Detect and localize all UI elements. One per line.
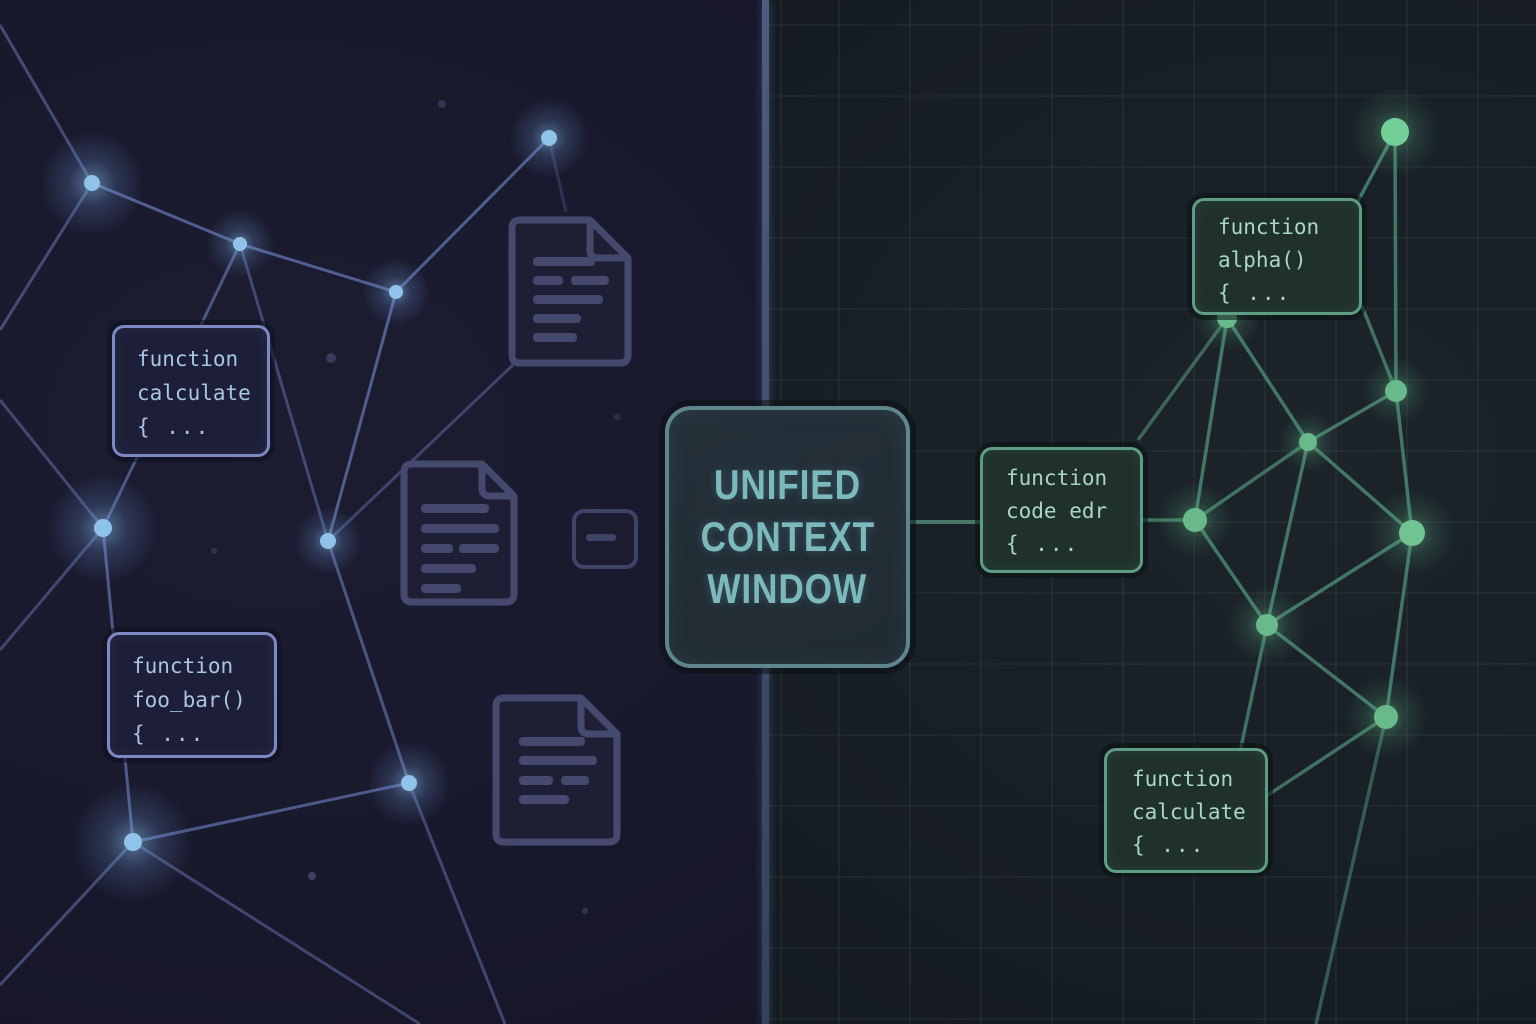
background-dots (165, 100, 620, 914)
document-text-lines (533, 257, 609, 342)
left-network (0, 24, 620, 1024)
left-network-nodes (84, 130, 557, 851)
code-box-left-foo-bar: function foo_bar() { ... (107, 632, 277, 758)
right-network-node-halos (1157, 86, 1456, 759)
code-function-name: calculate (137, 381, 251, 405)
unified-context-window-box: UNIFIED CONTEXT WINDOW (665, 406, 910, 668)
code-body: { ... (132, 722, 206, 746)
code-body: { ... (1218, 281, 1292, 305)
code-box-right-calculate: function calculate { ... (1104, 748, 1268, 873)
code-body: { ... (1006, 532, 1080, 556)
document-icon-bottom (492, 694, 621, 846)
code-keyword: function (1006, 466, 1108, 490)
code-keyword: function (1218, 215, 1320, 239)
center-title-line: CONTEXT (700, 513, 875, 560)
code-body: { ... (1132, 833, 1206, 857)
code-function-name: code edr (1006, 499, 1108, 523)
code-function-name: calculate (1132, 800, 1246, 824)
code-box-right-alpha: function alpha() { ... (1192, 198, 1362, 315)
code-keyword: function (137, 347, 239, 371)
code-body: { ... (137, 415, 211, 439)
code-box-left-calculate: function calculate { ... (112, 325, 270, 457)
right-network-nodes (1183, 118, 1425, 729)
document-text-lines (519, 737, 597, 804)
code-keyword: function (132, 654, 234, 678)
minimized-document-icon (572, 509, 638, 569)
code-box-right-code-edr: function code edr { ... (980, 447, 1143, 573)
code-function-name: foo_bar() (132, 688, 246, 712)
document-icon-top (508, 216, 632, 367)
document-icon-middle (400, 460, 518, 606)
code-function-name: alpha() (1218, 248, 1307, 272)
center-title-line: WINDOW (707, 565, 868, 612)
center-title-line: UNIFIED (714, 461, 861, 508)
code-keyword: function (1132, 767, 1234, 791)
document-text-lines (421, 504, 499, 593)
